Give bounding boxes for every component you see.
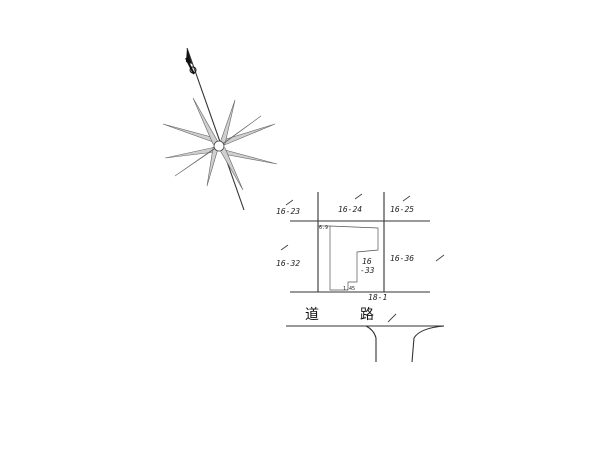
dimension-label-bottom: 1.45 [343,286,355,292]
subject-lot-outline [318,225,379,291]
parcel-label-16-33-bottom: -33 [360,266,375,275]
parcel-label-16-32: 16-32 [276,259,300,268]
parcel-label-16-36: 16-36 [390,254,414,263]
parcel-boundaries [290,192,430,293]
road-label-char-1: 道 [305,307,319,323]
pen-ticks [280,193,445,323]
dimension-label-top: 6.9 [319,225,328,231]
compass-rose-icon [162,47,278,211]
parcel-label-16-33-top: 16 [362,257,372,266]
parcel-label-16-24: 16-24 [338,205,362,214]
parcel-label-18-1: 18-1 [368,293,387,302]
road: 道 路 [286,307,445,363]
north-arrow-icon [185,48,197,75]
parcel-label-16-25: 16-25 [390,205,414,214]
road-label-char-2: 路 [360,307,374,323]
parcel-label-16-23: 16-23 [276,207,300,216]
